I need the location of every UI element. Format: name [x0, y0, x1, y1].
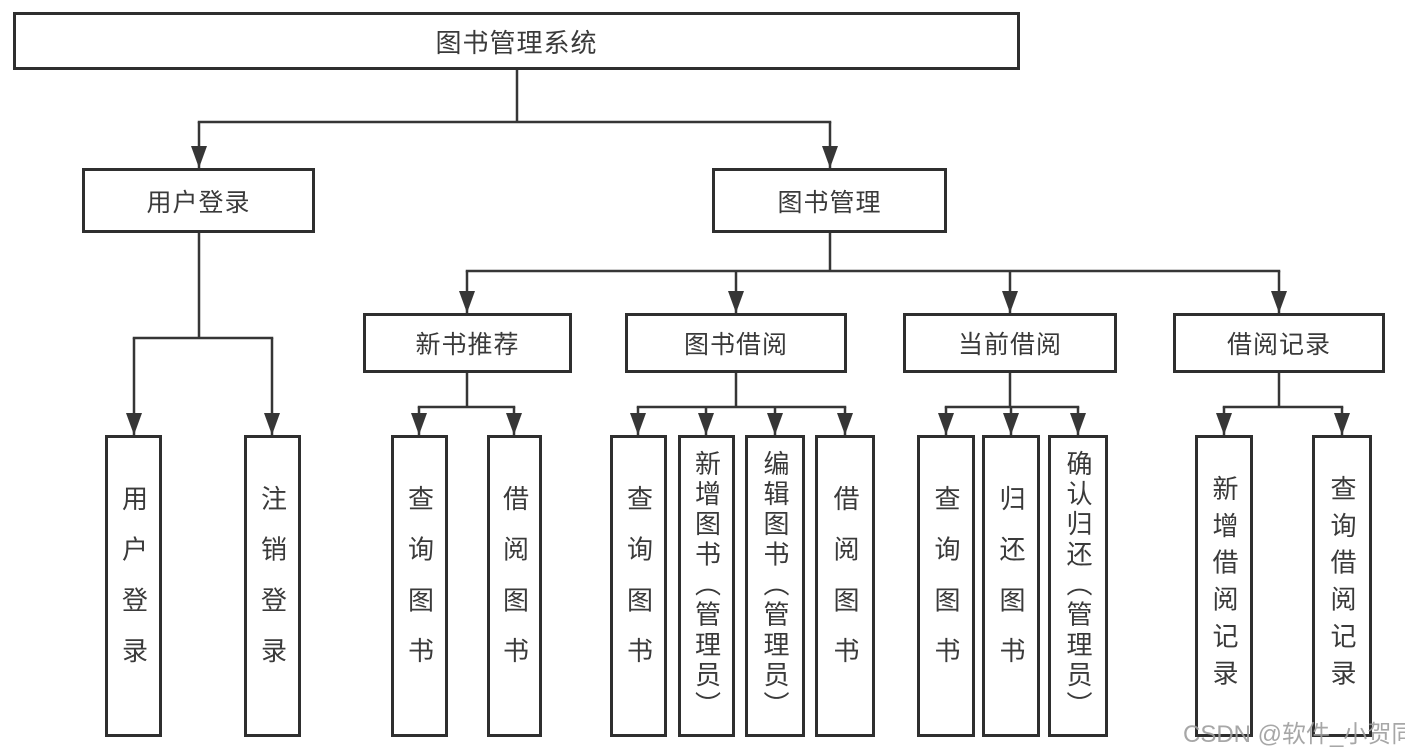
- leaf-return-books: 归还图书: [982, 435, 1040, 737]
- node-book-management: 图书管理: [712, 168, 947, 233]
- node-library-management-system: 图书管理系统: [13, 12, 1020, 70]
- leaf-edit-books-admin: 编辑图书（管理员）: [745, 435, 805, 737]
- leaf-query-books-recommend: 查询图书: [391, 435, 448, 737]
- leaf-logout: 注销登录: [244, 435, 301, 737]
- leaf-user-login: 用户登录: [105, 435, 162, 737]
- node-current-borrowing: 当前借阅: [903, 313, 1117, 373]
- leaf-query-books-borrowing: 查询图书: [610, 435, 667, 737]
- leaf-add-borrow-record: 新增借阅记录: [1195, 435, 1253, 737]
- leaf-borrow-books: 借阅图书: [815, 435, 875, 737]
- csdn-watermark: CSDN @软件_小贺同学: [1183, 721, 1405, 748]
- node-new-book-recommend: 新书推荐: [363, 313, 572, 373]
- leaf-query-borrow-record: 查询借阅记录: [1312, 435, 1372, 737]
- leaf-confirm-return-admin: 确认归还（管理员）: [1048, 435, 1108, 737]
- node-book-borrowing: 图书借阅: [625, 313, 847, 373]
- leaf-borrow-books-recommend: 借阅图书: [487, 435, 542, 737]
- leaf-query-books-current: 查询图书: [917, 435, 975, 737]
- node-borrowing-records: 借阅记录: [1173, 313, 1385, 373]
- leaf-add-books-admin: 新增图书（管理员）: [678, 435, 735, 737]
- node-user-login: 用户登录: [82, 168, 315, 233]
